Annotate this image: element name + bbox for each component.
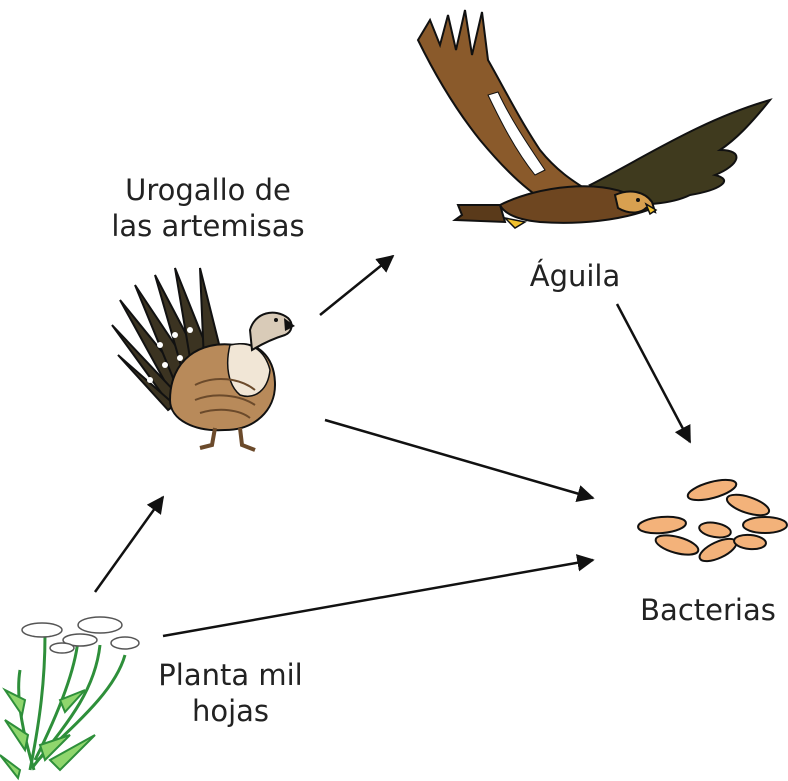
plant-label-line-1: Planta mil [138, 657, 323, 693]
arrow-eagle-to-bacteria [617, 304, 690, 442]
grouse-label-line-1: Urogallo de [88, 172, 328, 208]
arrow-plant-to-grouse [95, 497, 163, 592]
arrow-grouse-to-bacteria [325, 420, 593, 498]
sage-grouse-icon [112, 268, 295, 450]
plant-label: Planta mil hojas [138, 657, 323, 729]
arrow-plant-to-bacteria [163, 560, 593, 636]
arrow-grouse-to-eagle [320, 256, 393, 315]
bacteria-label: Bacterias [633, 592, 783, 628]
yarrow-plant-icon [0, 617, 139, 778]
eagle-label: Águila [510, 258, 640, 294]
bacteria-icon [637, 476, 787, 566]
grouse-label: Urogallo de las artemisas [88, 172, 328, 244]
plant-label-line-2: hojas [138, 693, 323, 729]
eagle-icon [418, 10, 770, 228]
grouse-label-line-2: las artemisas [88, 208, 328, 244]
